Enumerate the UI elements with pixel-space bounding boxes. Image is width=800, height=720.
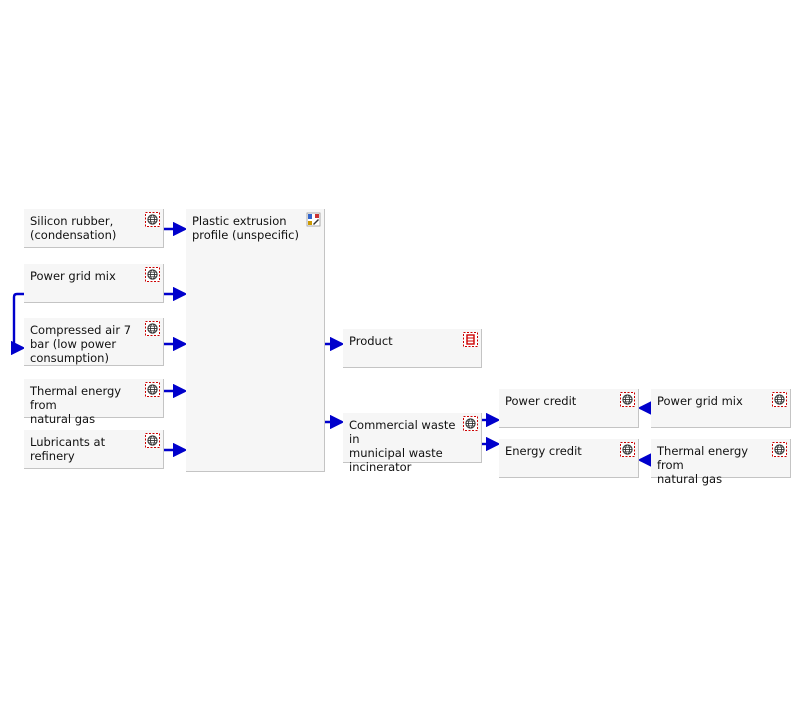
node-label: Power grid mix (30, 269, 116, 283)
node-compressed-air[interactable]: Compressed air 7 bar (low power consumpt… (24, 318, 164, 366)
globe-process-icon (463, 416, 478, 431)
globe-process-icon (772, 392, 787, 407)
node-power-grid-mix-input[interactable]: Power grid mix (24, 264, 164, 303)
node-power-grid-mix-credit[interactable]: Power grid mix (651, 389, 791, 428)
main-process-icon (306, 212, 321, 227)
node-commercial-waste[interactable]: Commercial waste in municipal waste inci… (343, 413, 482, 474)
node-label: Power grid mix (657, 394, 743, 408)
node-label: Energy credit (505, 444, 582, 458)
globe-process-icon (620, 442, 635, 457)
node-label: Thermal energy from natural gas (30, 384, 122, 426)
globe-process-icon (772, 442, 787, 457)
node-label: Lubricants at refinery (30, 435, 106, 463)
node-label: Power credit (505, 394, 577, 408)
product-icon (463, 332, 478, 347)
node-product[interactable]: Product (343, 329, 482, 368)
node-label: Silicon rubber, (condensation) (30, 214, 117, 242)
node-label: Product (349, 334, 393, 348)
node-power-credit[interactable]: Power credit (499, 389, 639, 428)
globe-process-icon (145, 267, 160, 282)
node-energy-credit[interactable]: Energy credit (499, 439, 639, 478)
node-label: Plastic extrusion profile (unspecific) (192, 214, 299, 242)
node-lubricants[interactable]: Lubricants at refinery (24, 430, 164, 469)
node-thermal-energy-input[interactable]: Thermal energy from natural gas (24, 379, 164, 426)
globe-process-icon (145, 212, 160, 227)
node-label: Thermal energy from natural gas (657, 444, 749, 486)
globe-process-icon (620, 392, 635, 407)
node-thermal-energy-credit[interactable]: Thermal energy from natural gas (651, 439, 791, 486)
globe-process-icon (145, 382, 160, 397)
globe-process-icon (145, 433, 160, 448)
node-plastic-extrusion[interactable]: Plastic extrusion profile (unspecific) (186, 209, 325, 472)
link-power-grid-to-compressed-air[interactable] (11, 292, 26, 356)
node-label: Compressed air 7 bar (low power consumpt… (30, 323, 132, 365)
globe-process-icon (145, 321, 160, 336)
node-label: Commercial waste in municipal waste inci… (349, 418, 456, 474)
node-silicon-rubber[interactable]: Silicon rubber, (condensation) (24, 209, 164, 248)
